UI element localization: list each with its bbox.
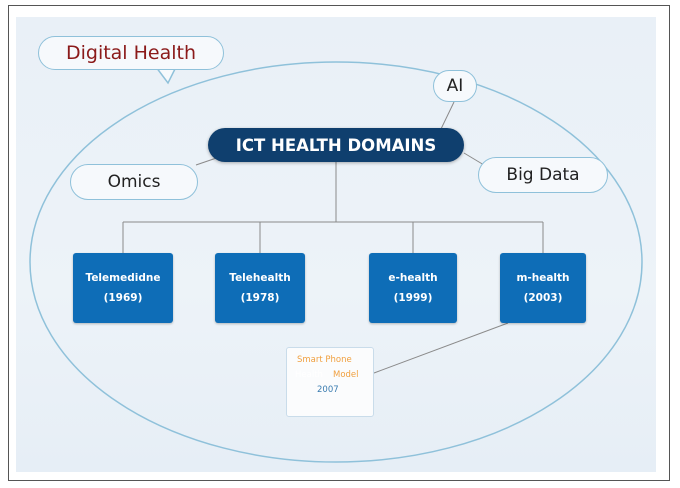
- title-pointer: [155, 66, 177, 85]
- domain-telehealth: Telehealth (1978): [215, 253, 305, 323]
- big-data-bubble: Big Data: [478, 157, 608, 193]
- connector-ai: [440, 101, 455, 130]
- domain-year: (1999): [393, 292, 433, 304]
- note-line-2-hidden: Health: [295, 370, 323, 380]
- ai-bubble: AI: [433, 70, 477, 102]
- domain-year: (1969): [103, 292, 143, 304]
- domain-telemedicine: Telemedidne (1969): [73, 253, 173, 323]
- domain-mhealth: m-health (2003): [500, 253, 586, 323]
- ict-health-domains-node: ICT HEALTH DOMAINS: [208, 128, 464, 162]
- domain-year: (1978): [240, 292, 280, 304]
- note-line-3: 2007: [317, 385, 339, 395]
- note-line-1: Smart Phone: [297, 355, 352, 365]
- domain-name: Telehealth: [229, 272, 291, 284]
- diagram-lines: [29, 61, 643, 463]
- diagram-canvas: Digital Health AI Omics Big Data ICT HEA…: [16, 17, 656, 472]
- domain-name: Telemedidne: [85, 272, 161, 284]
- smart-phone-note: Smart Phone Health Model 2007: [286, 347, 374, 417]
- connector-big-data: [463, 152, 485, 166]
- domain-name: e-health: [388, 272, 438, 284]
- domain-ehealth: e-health (1999): [369, 253, 457, 323]
- note-line-2: Model: [333, 370, 359, 380]
- omics-bubble: Omics: [70, 164, 198, 200]
- digital-health-label: Digital Health: [38, 36, 224, 70]
- domain-name: m-health: [516, 272, 570, 284]
- connector-note: [373, 322, 509, 374]
- digital-health-ellipse: [29, 61, 643, 463]
- domain-year: (2003): [523, 292, 563, 304]
